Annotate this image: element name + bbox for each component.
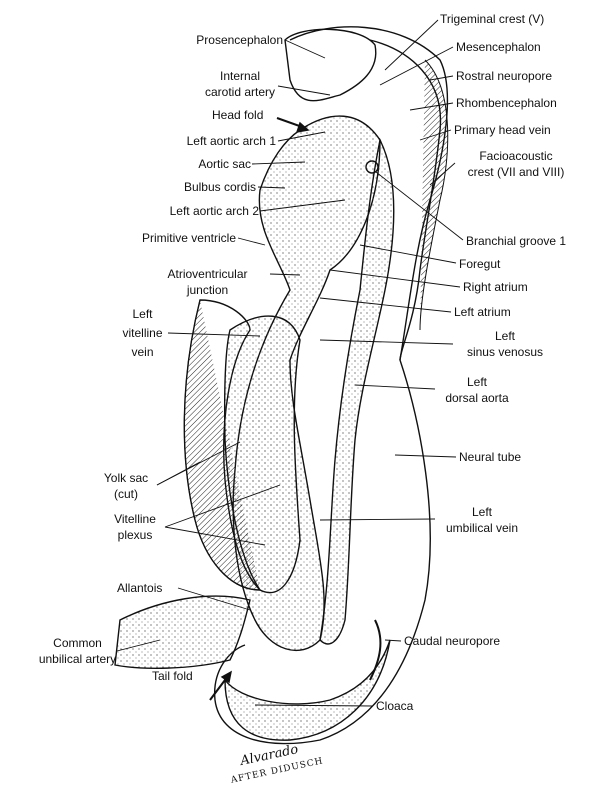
label-line: Left xyxy=(132,307,153,321)
prosencephalon-outline xyxy=(284,28,377,102)
label-left-sinus-venosus: Left sinus venosus xyxy=(452,328,558,360)
label-prosencephalon: Prosencephalon xyxy=(196,33,283,47)
label-facioacoustic-crest: Facioacoustic crest (VII and VIII) xyxy=(455,148,577,180)
label-rostral-neuropore: Rostral neuropore xyxy=(456,69,553,83)
label-line: carotid artery xyxy=(204,85,276,99)
label-caudal-neuropore: Caudal neuropore xyxy=(404,634,501,648)
label-left-atrium: Left atrium xyxy=(454,305,511,319)
label-line: crest (VII and VIII) xyxy=(467,165,565,179)
label-trigeminal-crest: Trigeminal crest (V) xyxy=(440,12,545,26)
embryo-outline xyxy=(214,26,449,745)
label-line: Facioacoustic xyxy=(479,149,553,163)
label-cloaca: Cloaca xyxy=(376,699,414,713)
label-line: plexus xyxy=(117,528,153,542)
label-line: vein xyxy=(131,345,154,359)
label-line: Common xyxy=(53,636,102,650)
label-neural-tube: Neural tube xyxy=(459,450,522,464)
label-line: sinus venosus xyxy=(466,345,544,359)
label-aortic-sac: Aortic sac xyxy=(198,157,251,171)
label-line: umbilical vein xyxy=(445,521,519,535)
label-foregut: Foregut xyxy=(459,257,501,271)
label-line: Yolk sac xyxy=(103,471,149,485)
label-tail-fold: Tail fold xyxy=(152,669,193,683)
label-right-atrium: Right atrium xyxy=(463,280,528,294)
vitelline-plexus xyxy=(223,315,301,594)
label-line: junction xyxy=(186,283,229,297)
label-left-umbilical-vein: Left umbilical vein xyxy=(436,504,528,536)
label-left-vitelline-vein: Left vitelline vein xyxy=(115,305,170,362)
label-line: (cut) xyxy=(114,487,138,501)
label-primitive-ventricle: Primitive ventricle xyxy=(141,231,236,245)
label-mesencephalon: Mesencephalon xyxy=(456,40,541,54)
label-primary-head-vein: Primary head vein xyxy=(454,123,551,137)
label-line: dorsal aorta xyxy=(445,391,509,405)
label-allantois: Allantois xyxy=(117,581,163,595)
allantois-stalk xyxy=(114,595,251,669)
cloaca-region xyxy=(224,639,391,741)
label-line: vitelline xyxy=(122,326,163,340)
dorsal-aorta xyxy=(319,137,395,645)
label-line: Atrioventricular xyxy=(167,267,248,281)
label-line: Internal xyxy=(219,69,261,83)
label-line: Vitelline xyxy=(114,512,156,526)
label-internal-carotid-artery: Internal carotid artery xyxy=(200,68,280,100)
label-line: Left xyxy=(466,375,487,389)
label-branchial-groove-1: Branchial groove 1 xyxy=(466,234,567,248)
label-common-umbilical-artery: Common unbilical artery xyxy=(30,635,125,667)
label-line: unbilical artery xyxy=(38,652,117,666)
label-head-fold: Head fold xyxy=(212,108,264,122)
label-yolk-sac: Yolk sac (cut) xyxy=(95,470,157,502)
label-left-aortic-arch-2: Left aortic arch 2 xyxy=(169,204,259,218)
label-line: Left xyxy=(471,505,492,519)
label-left-dorsal-aorta: Left dorsal aorta xyxy=(436,374,518,406)
leader-lines xyxy=(116,19,464,707)
label-atrioventricular-junction: Atrioventricular junction xyxy=(145,266,270,298)
label-rhombencephalon: Rhombencephalon xyxy=(456,96,557,110)
label-left-aortic-arch-1: Left aortic arch 1 xyxy=(186,134,276,148)
label-bulbus-cordis: Bulbus cordis xyxy=(183,180,256,194)
label-line: Left xyxy=(494,329,515,343)
label-vitelline-plexus: Vitelline plexus xyxy=(105,511,165,543)
